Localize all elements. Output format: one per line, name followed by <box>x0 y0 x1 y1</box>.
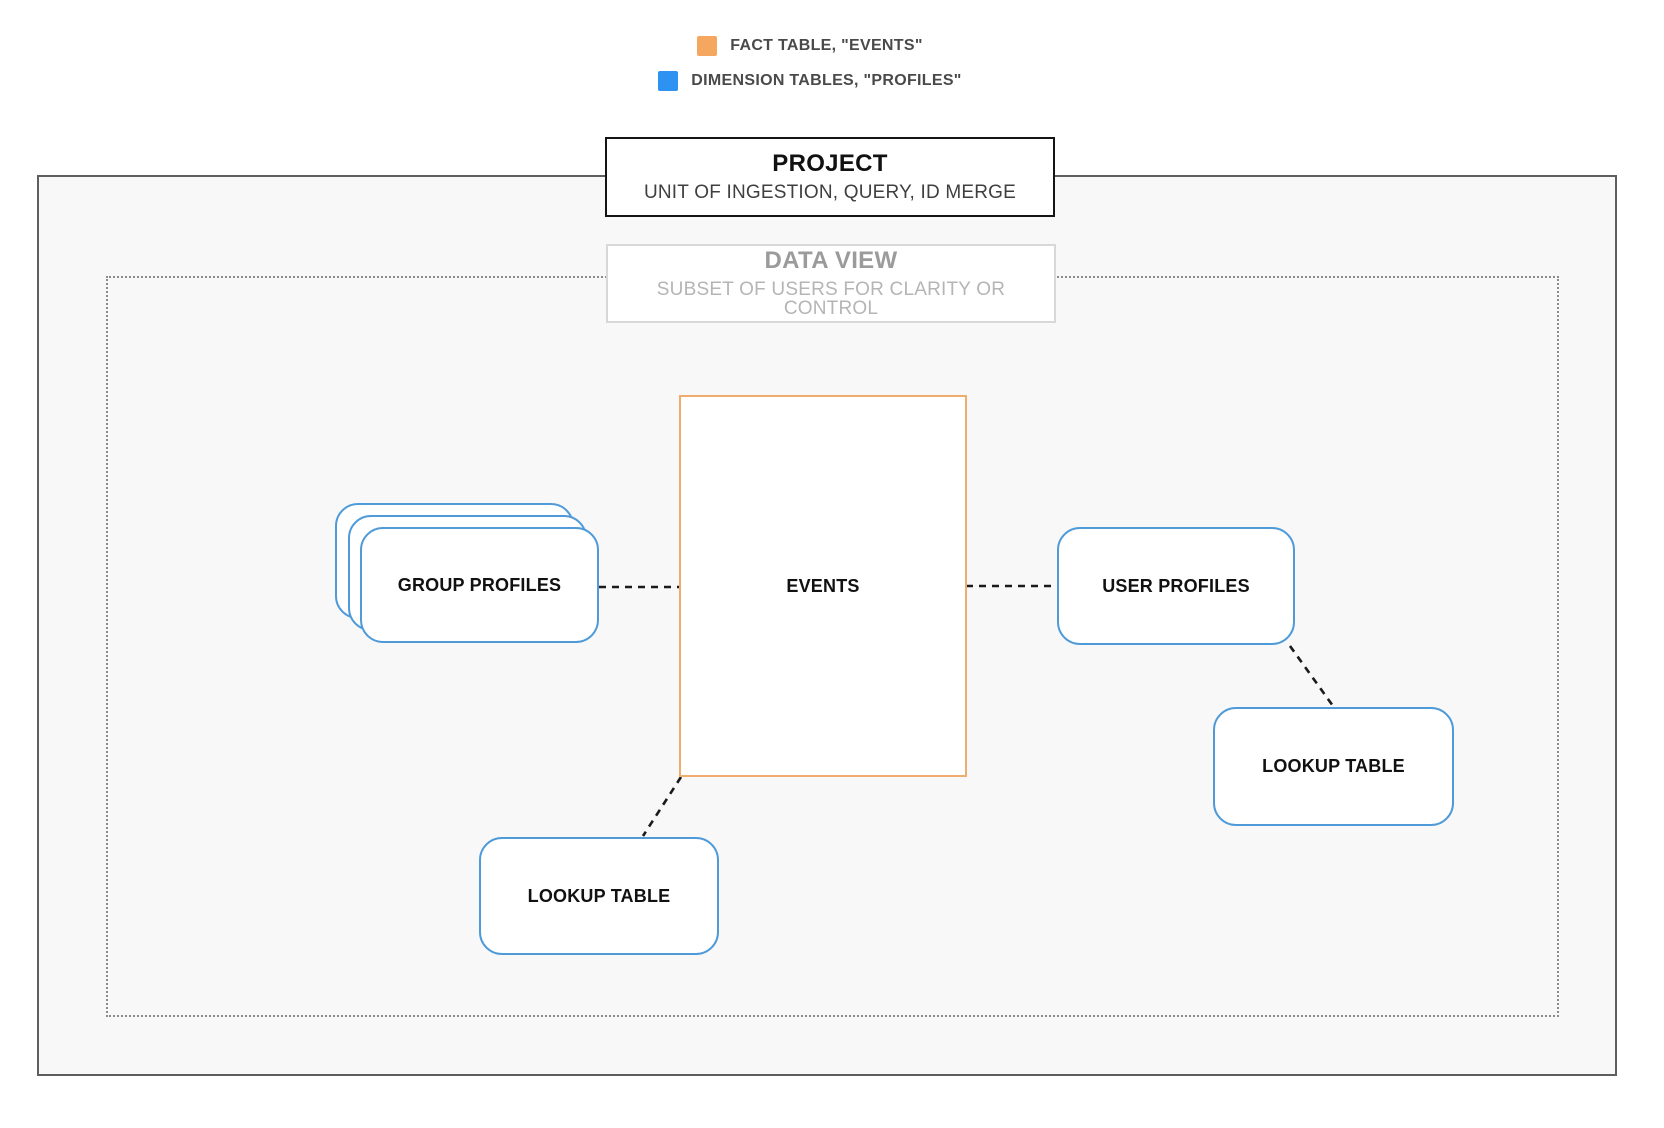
node-group-profiles: GROUP PROFILES <box>335 503 600 645</box>
events-label: EVENTS <box>786 575 860 596</box>
lookup-table-bottom-label: LOOKUP TABLE <box>527 885 671 906</box>
group-profiles-card-front: GROUP PROFILES <box>360 527 599 643</box>
project-subtitle: UNIT OF INGESTION, QUERY, ID MERGE <box>643 182 1017 203</box>
fact-table-legend-label: FACT TABLE, "EVENTS" <box>730 37 923 54</box>
data-view-title: DATA VIEW <box>764 247 898 274</box>
user-profiles-label: USER PROFILES <box>1102 575 1250 596</box>
node-user-profiles: USER PROFILES <box>1057 527 1295 645</box>
project-plaque: PROJECT UNIT OF INGESTION, QUERY, ID MER… <box>605 137 1055 217</box>
legend: FACT TABLE, "EVENTS" DIMENSION TABLES, "… <box>0 36 1620 91</box>
dimension-tables-legend-label: DIMENSION TABLES, "PROFILES" <box>691 72 962 89</box>
project-title: PROJECT <box>772 150 888 177</box>
node-lookup-table-right: LOOKUP TABLE <box>1213 707 1454 826</box>
dimension-tables-swatch-icon <box>658 71 679 91</box>
node-lookup-table-bottom: LOOKUP TABLE <box>479 837 719 955</box>
group-profiles-label: GROUP PROFILES <box>397 574 562 595</box>
legend-item-dimension-tables: DIMENSION TABLES, "PROFILES" <box>658 71 961 91</box>
data-view-plaque: DATA VIEW SUBSET OF USERS FOR CLARITY OR… <box>606 244 1056 323</box>
lookup-table-right-label: LOOKUP TABLE <box>1262 756 1405 776</box>
data-view-subtitle: SUBSET OF USERS FOR CLARITY OR CONTROL <box>656 279 1006 319</box>
fact-table-swatch-icon <box>697 36 718 56</box>
node-events-fact-table: EVENTS <box>679 395 967 777</box>
legend-item-fact-table: FACT TABLE, "EVENTS" <box>697 36 922 56</box>
